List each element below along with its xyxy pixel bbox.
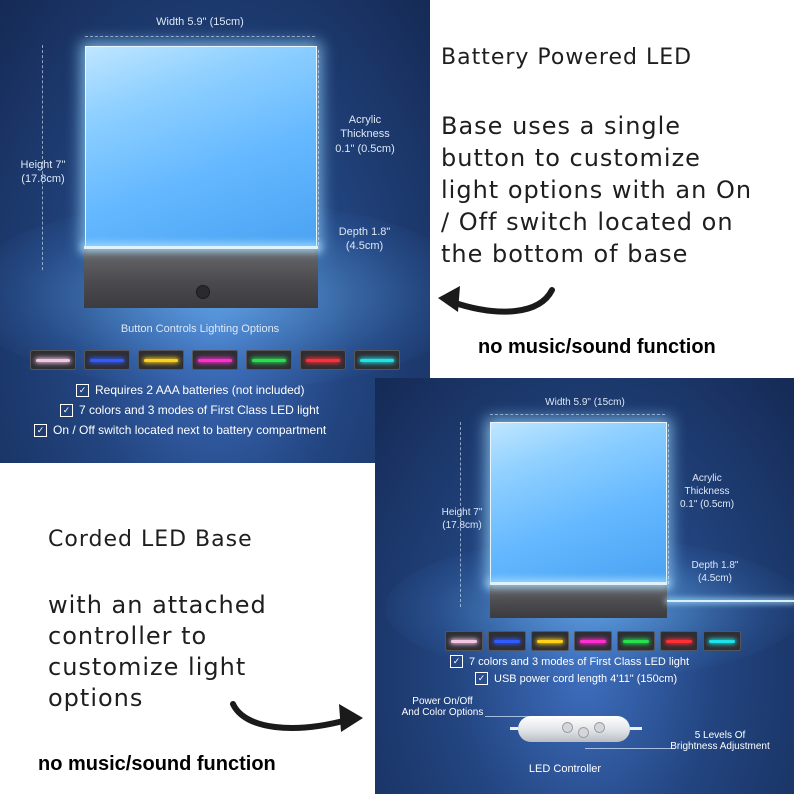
width-dimension-line	[85, 36, 315, 37]
depth-label: Depth 1.8" (4.5cm)	[338, 226, 391, 253]
arrow-right-icon	[230, 701, 363, 732]
battery-heading: Battery Powered LED	[441, 45, 693, 70]
button-controls-label: Button Controls Lighting Options	[120, 323, 280, 335]
swatch-light-strip	[36, 358, 70, 362]
color-swatch	[138, 350, 184, 370]
swatch-light-strip	[360, 358, 394, 362]
checkbox-icon: ✓	[450, 655, 463, 668]
swatch-light-strip	[537, 639, 563, 643]
controller-power-button	[562, 722, 573, 733]
feature-batteries: ✓ Requires 2 AAA batteries (not included…	[76, 383, 304, 397]
swatch-light-strip	[198, 358, 232, 362]
color-swatch	[574, 631, 612, 651]
color-swatch	[445, 631, 483, 651]
led-controller	[518, 716, 630, 742]
checkbox-icon: ✓	[34, 423, 47, 437]
brightness-label: 5 Levels Of Brightness Adjustment	[670, 730, 770, 752]
feature-switch: ✓ On / Off switch located next to batter…	[34, 423, 326, 437]
controller-caption: LED Controller	[528, 763, 602, 775]
checkbox-icon: ✓	[76, 383, 89, 397]
width-label: Width 5.9" (15cm)	[156, 16, 244, 28]
controller-color-button	[594, 722, 605, 733]
thickness-indicator	[668, 424, 669, 584]
depth-label: Depth 1.8" (4.5cm)	[691, 560, 739, 584]
no-music-notice-bottom: no music/sound function	[38, 753, 276, 775]
height-label: Height 7" (17.8cm)	[441, 507, 483, 531]
swatch-light-strip	[252, 358, 286, 362]
color-swatch	[531, 631, 569, 651]
swatch-light-strip	[709, 639, 735, 643]
swatch-light-strip	[451, 639, 477, 643]
feature-colors: ✓ 7 colors and 3 modes of First Class LE…	[60, 403, 319, 417]
no-music-notice-top: no music/sound function	[478, 336, 716, 358]
checkbox-icon: ✓	[475, 672, 488, 685]
acrylic-panel	[85, 46, 317, 248]
color-swatch	[488, 631, 526, 651]
swatch-light-strip	[144, 358, 178, 362]
controller-cable	[510, 727, 518, 730]
power-leader-line	[485, 716, 550, 717]
color-swatch	[354, 350, 400, 370]
color-swatches	[30, 350, 400, 370]
swatch-light-strip	[666, 639, 692, 643]
width-label: Width 5.9" (15cm)	[545, 397, 625, 408]
controller-cable	[630, 727, 642, 730]
color-swatch	[30, 350, 76, 370]
color-swatch	[660, 631, 698, 651]
battery-description: Base uses a single button to customize l…	[441, 112, 753, 268]
thickness-label: Acrylic Thickness 0.1" (0.5cm)	[335, 114, 395, 155]
feature-cord-length: ✓ USB power cord length 4'11" (150cm)	[475, 672, 677, 685]
usb-cord	[667, 600, 794, 602]
thickness-label: Acrylic Thickness 0.1" (0.5cm)	[679, 473, 735, 510]
color-swatch	[192, 350, 238, 370]
swatch-light-strip	[306, 358, 340, 362]
color-swatch	[84, 350, 130, 370]
color-swatch	[703, 631, 741, 651]
swatch-light-strip	[90, 358, 124, 362]
color-swatch	[246, 350, 292, 370]
led-base	[490, 582, 667, 618]
acrylic-panel	[490, 422, 667, 584]
brightness-leader-line	[585, 748, 675, 749]
swatch-light-strip	[580, 639, 606, 643]
swatch-light-strip	[623, 639, 649, 643]
height-label: Height 7" (17.8cm)	[20, 159, 66, 186]
arrow-left-icon	[438, 286, 555, 315]
width-dimension-line	[490, 414, 665, 415]
corded-heading: Corded LED Base	[48, 527, 253, 552]
thickness-indicator	[318, 50, 319, 245]
checkbox-icon: ✓	[60, 403, 73, 417]
feature-colors: ✓ 7 colors and 3 modes of First Class LE…	[450, 655, 689, 668]
corded-description: with an attached controller to customize…	[48, 591, 267, 712]
height-dimension-line	[42, 45, 43, 270]
battery-product-panel: Width 5.9" (15cm) Height 7" (17.8cm) Acr…	[0, 0, 430, 463]
corded-product-panel: Width 5.9" (15cm) Height 7" (17.8cm) Acr…	[375, 378, 794, 794]
control-button-icon	[196, 285, 210, 299]
color-swatch	[617, 631, 655, 651]
height-dimension-line	[460, 422, 461, 607]
color-swatches	[445, 631, 741, 651]
color-swatch	[300, 350, 346, 370]
swatch-light-strip	[494, 639, 520, 643]
power-color-label: Power On/Off And Color Options	[401, 696, 484, 718]
controller-brightness-button	[578, 727, 589, 738]
